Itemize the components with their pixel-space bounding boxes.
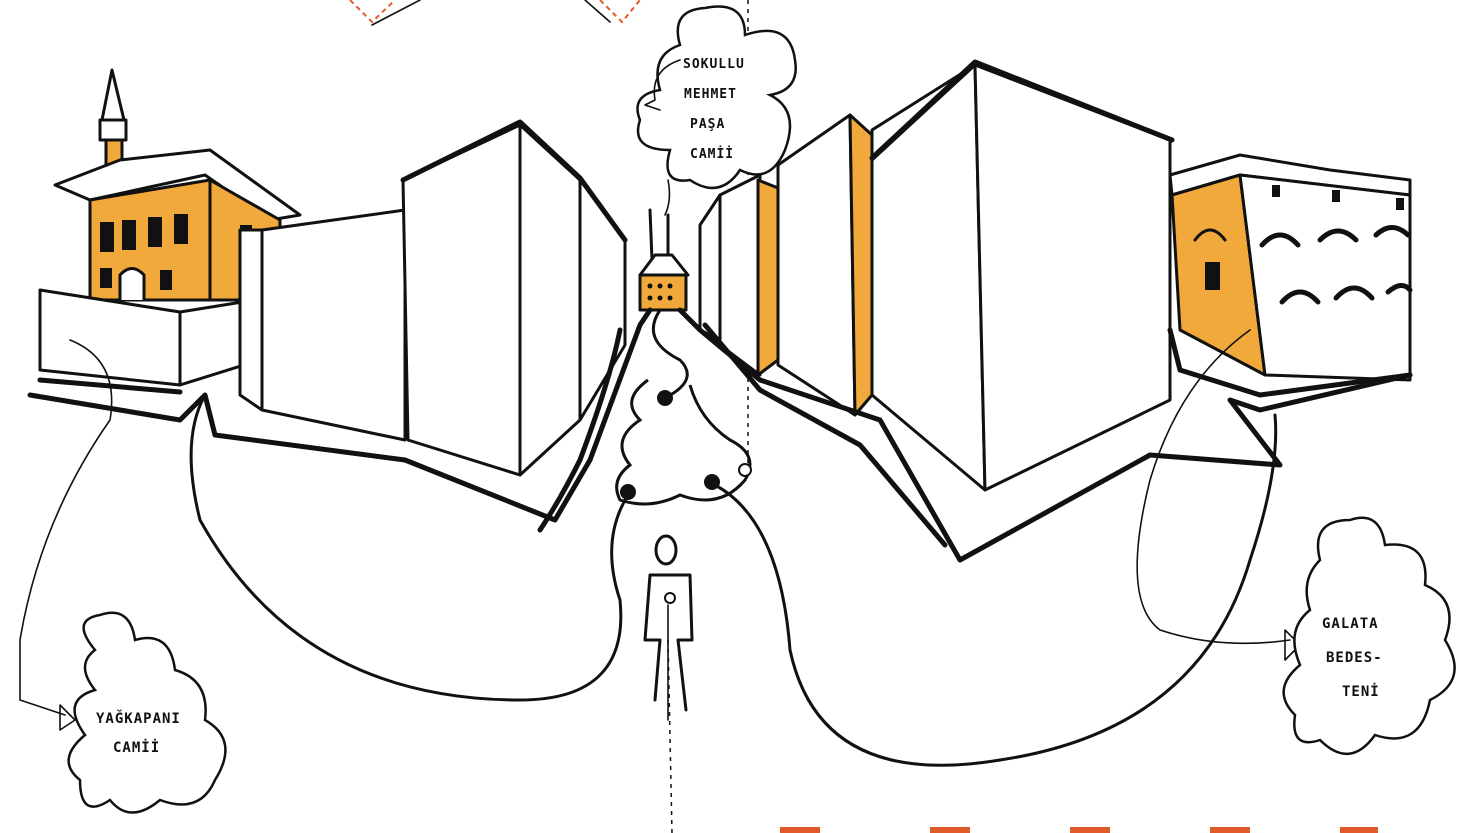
label-yagkapani-line2: CAMİİ [113, 739, 160, 756]
label-cloud-galata: GALATA BEDES- TENİ [1137, 330, 1454, 754]
label-sokullu-line1: SOKULLU [683, 57, 745, 72]
label-yagkapani-line1: YAĞKAPANI [96, 709, 181, 727]
label-sokullu-line2: MEHMET [684, 87, 737, 102]
right-bedesten-building [1170, 155, 1410, 395]
label-galata-line3: TENİ [1342, 683, 1380, 700]
label-galata-line1: GALATA [1322, 616, 1379, 632]
label-sokullu-line4: CAMİİ [690, 146, 734, 162]
route-node-open [739, 464, 751, 476]
left-building-blocks [240, 122, 625, 475]
label-galata-line2: BEDES- [1326, 650, 1383, 666]
distant-mosque [640, 210, 688, 310]
label-cloud-sokullu: SOKULLU MEHMET PAŞA CAMİİ [638, 7, 796, 215]
viewer-figure [645, 536, 692, 720]
red-dashed-frame-fragment [350, 0, 640, 25]
route-node [657, 390, 673, 406]
label-sokullu-line3: PAŞA [690, 117, 725, 132]
